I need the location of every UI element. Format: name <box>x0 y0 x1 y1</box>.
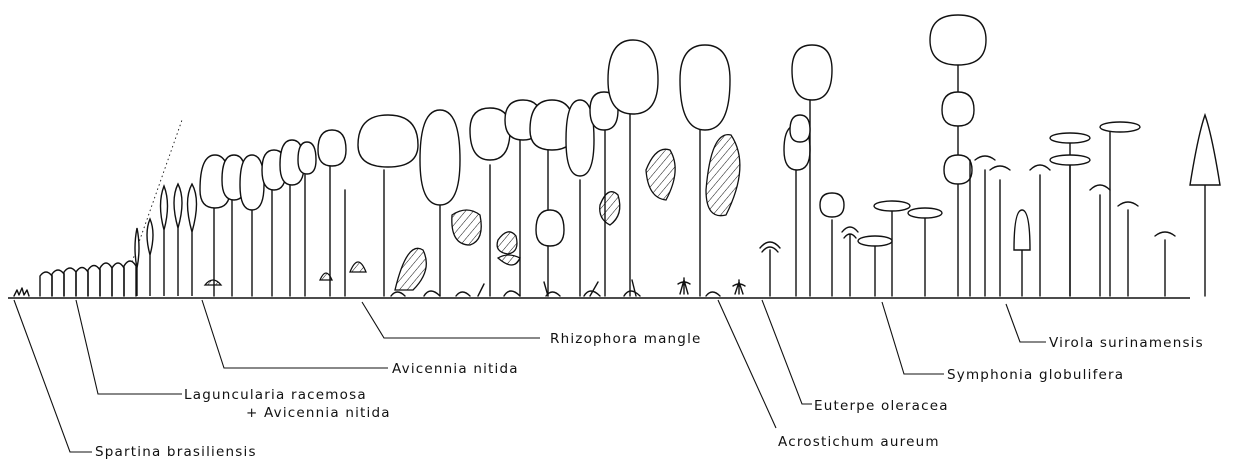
leader-virola <box>1006 304 1046 342</box>
label-symphonia: Symphonia globulifera <box>947 367 1124 383</box>
rhizophora-zone <box>358 40 740 296</box>
label-laguncularia: Laguncularia racemosa <box>184 387 367 403</box>
spartina-zone <box>14 261 136 296</box>
label-euterpe: Euterpe oleracea <box>814 398 949 414</box>
leader-avicennia <box>202 300 388 368</box>
symphonia-zone <box>858 15 1010 296</box>
leader-rhizophora <box>362 302 540 338</box>
label-rhizophora: Rhizophora mangle <box>550 331 702 347</box>
euterpe-zone <box>760 45 858 296</box>
label-laguncularia-plus: + Avicennia nitida <box>246 405 391 421</box>
leader-acrostichum <box>718 300 776 428</box>
avicennia-zone <box>200 130 366 296</box>
leader-euterpe <box>762 300 812 404</box>
label-virola: Virola surinamensis <box>1049 335 1204 351</box>
virola-zone <box>1014 115 1220 296</box>
slope-line <box>132 120 182 262</box>
label-acrostichum: Acrostichum aureum <box>778 434 940 450</box>
leader-spartina <box>14 300 92 452</box>
leader-laguncularia <box>76 300 182 394</box>
label-spartina: Spartina brasiliensis <box>95 444 257 460</box>
leader-lines <box>14 300 1046 452</box>
laguncularia-zone <box>135 184 197 296</box>
leader-symphonia <box>882 302 944 374</box>
label-avicennia: Avicennia nitida <box>392 361 519 377</box>
